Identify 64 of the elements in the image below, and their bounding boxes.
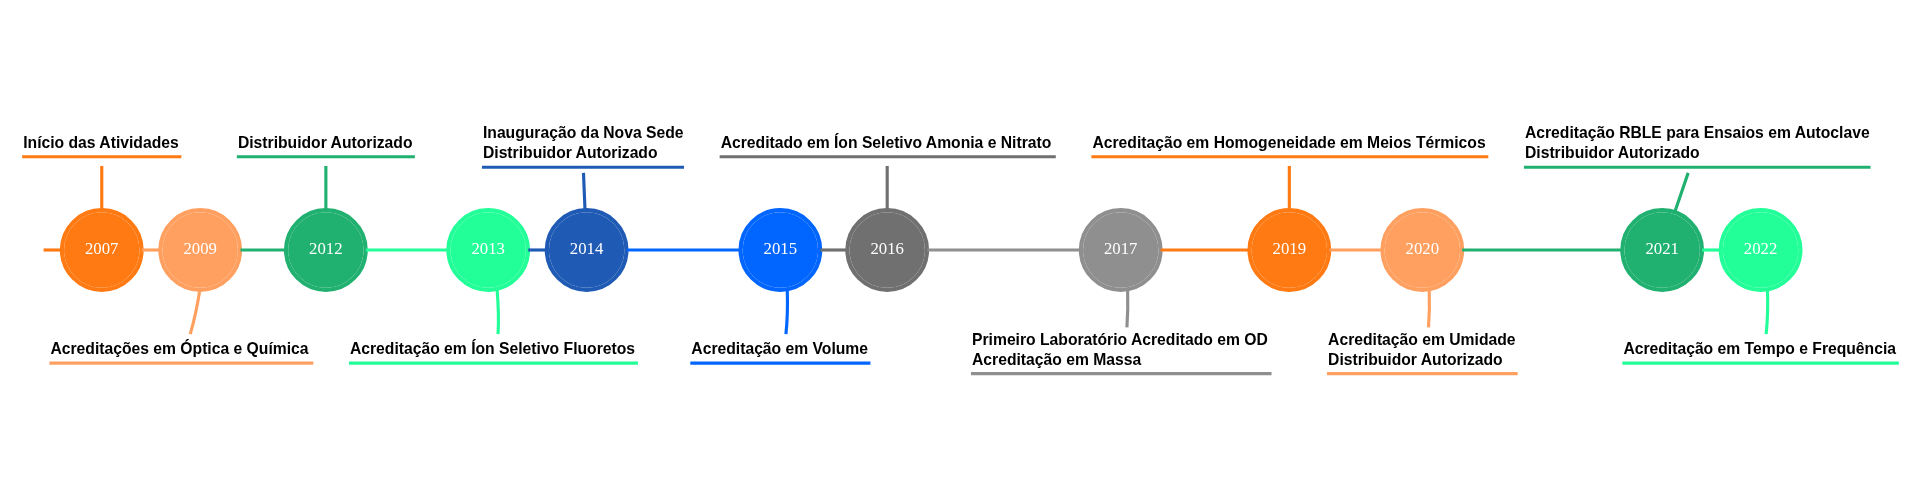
- node-label: Distribuidor Autorizado: [1524, 144, 1700, 162]
- node-circle: 2014: [544, 208, 629, 292]
- connector: [581, 172, 587, 211]
- node-label: Acreditação em Tempo e Frequência: [1622, 340, 1896, 358]
- connector: [188, 289, 201, 335]
- node-circle: 2019: [1246, 208, 1331, 292]
- connector: [43, 248, 62, 252]
- node-label: Primeiro Laboratório Acreditado em OD: [971, 330, 1268, 348]
- node-box: [719, 155, 1056, 159]
- node-label: Acreditação em Íon Seletivo Fluoretos: [349, 340, 635, 358]
- connector: [1328, 248, 1382, 252]
- node-box: [236, 155, 415, 159]
- node-box: [481, 165, 684, 169]
- node-circle: 2022: [1718, 208, 1802, 292]
- node-label: Distribuidor Autorizado: [237, 133, 412, 151]
- node-label: Distribuidor Autorizado: [1327, 350, 1503, 368]
- node-box: [1621, 361, 1899, 365]
- node-box: [21, 155, 181, 159]
- node-label: Acreditação em Umidade: [1327, 330, 1516, 348]
- node-circle: 2021: [1619, 208, 1704, 292]
- connector: [1701, 248, 1720, 252]
- node-box: [1090, 155, 1488, 159]
- connector: [783, 289, 789, 335]
- node-label: Inauguração da Nova Sede: [482, 124, 683, 142]
- connector: [1287, 165, 1291, 211]
- node-label: Acreditação em Homogeneidade em Meios Térmicos: [1091, 133, 1486, 151]
- node-box: [970, 372, 1272, 376]
- node-box: [48, 361, 313, 365]
- connector: [323, 165, 327, 211]
- node-box: [1523, 165, 1871, 169]
- connector: [1426, 289, 1431, 328]
- node-label: Acreditações em Óptica e Química: [49, 340, 309, 358]
- connector: [626, 248, 740, 252]
- node-box: [689, 361, 870, 365]
- connector: [1764, 289, 1769, 335]
- node-circle: 2012: [283, 208, 368, 292]
- connector: [527, 248, 546, 252]
- connector: [494, 288, 500, 335]
- node-circle: 2007: [59, 208, 144, 292]
- node-label: Acreditação em Volume: [690, 340, 868, 358]
- node-label: Início das Atividades: [22, 133, 179, 151]
- node-circle: 2015: [738, 208, 822, 292]
- connector: [1124, 289, 1129, 328]
- node-circle: 2009: [157, 208, 242, 292]
- connector: [141, 248, 160, 252]
- node-box: [1326, 372, 1518, 376]
- connector: [819, 248, 847, 252]
- node-circle: 2016: [844, 208, 929, 292]
- node-circle: 2017: [1078, 208, 1163, 292]
- connector: [885, 165, 889, 211]
- node-label: Acreditação em Massa: [971, 350, 1141, 368]
- connector: [1160, 248, 1249, 252]
- node-circle: 2013: [445, 208, 530, 292]
- connector: [365, 248, 448, 252]
- node-box: [348, 361, 638, 365]
- connector: [1461, 248, 1622, 252]
- node-label: Acreditado em Íon Seletivo Amonia e Nitrato: [720, 133, 1051, 151]
- connector: [239, 248, 286, 252]
- node-label: Distribuidor Autorizado: [482, 144, 658, 162]
- node-circle: 2020: [1379, 208, 1464, 292]
- connector: [1672, 172, 1690, 213]
- connector: [99, 165, 103, 211]
- node-label: Acreditação RBLE para Ensaios em Autoclave: [1524, 124, 1870, 142]
- connector: [926, 248, 1081, 252]
